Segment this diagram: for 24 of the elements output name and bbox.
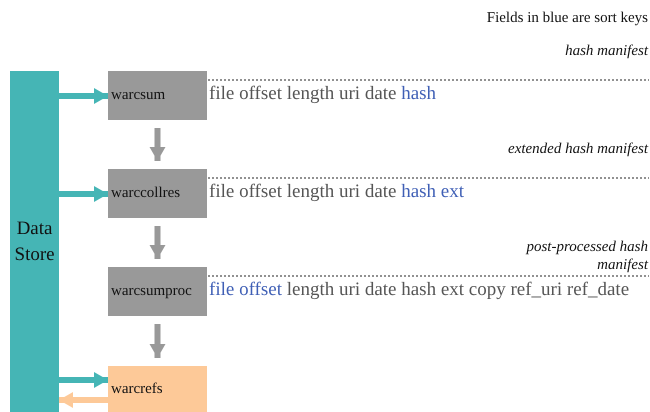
manifest-heading: post-processed hash manifest	[524, 238, 648, 274]
manifest-heading: hash manifest	[564, 42, 648, 60]
manifest-heading: extended hash manifest	[508, 140, 648, 158]
process-name: warcsum	[110, 87, 166, 104]
arrow	[59, 392, 108, 408]
process-box	[108, 169, 207, 218]
arrow	[59, 186, 108, 202]
arrow	[59, 88, 108, 104]
process-box	[108, 267, 207, 316]
store-label: Data Store	[14, 216, 54, 266]
output-box	[108, 366, 207, 412]
data-store-bar	[10, 71, 59, 412]
arrow	[150, 128, 166, 161]
legend-note: Fields in blue are sort keys	[486, 9, 648, 27]
arrow	[59, 372, 108, 388]
field-list: file offset length uri date hash ext	[209, 181, 464, 203]
field-list: file offset length uri date hash	[209, 83, 436, 105]
process-name: warcrefs	[110, 380, 163, 398]
process-name: warcsumproc	[110, 283, 192, 300]
arrow	[150, 324, 166, 358]
field-list: file offset length uri date hash ext copy ref_uri ref_date	[209, 279, 630, 301]
process-box	[108, 71, 207, 120]
arrow	[150, 226, 166, 259]
process-name: warccollres	[110, 185, 180, 202]
